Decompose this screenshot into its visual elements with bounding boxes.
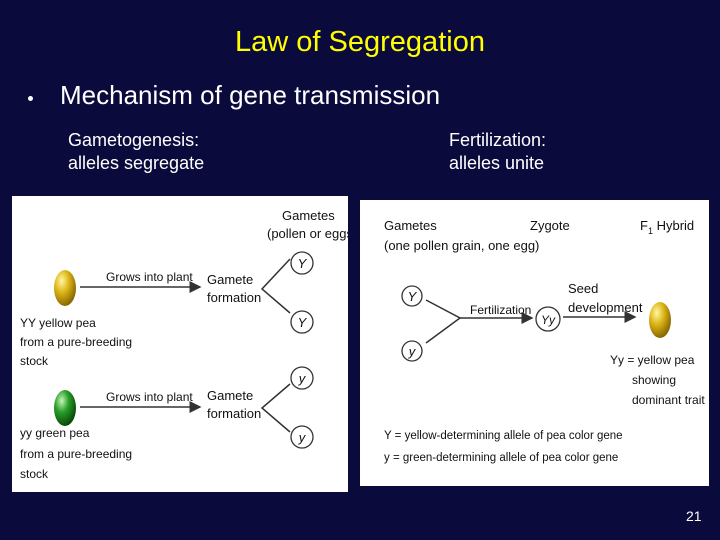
green-parent-line-1: yy green pea: [20, 426, 90, 440]
green-parent-line-2: from a pure-breeding: [20, 447, 132, 461]
gamete-Y1: Y: [298, 256, 308, 271]
bullet-marker: [28, 96, 33, 101]
right-gamete-Y: Y: [408, 289, 418, 304]
zygote-genotype: Yy: [541, 313, 556, 327]
gamete-formation-green-line-2: formation: [207, 406, 261, 421]
page-number: 21: [686, 508, 702, 524]
key-y: y = green-determining allele of pea colo…: [384, 452, 618, 464]
yellow-parent-line-1: YY yellow pea: [20, 316, 96, 330]
right-gametes-label-line-2: (one pollen grain, one egg): [384, 238, 539, 253]
hybrid-label-line-3: dominant trait: [632, 393, 705, 407]
yellow-parent-line-3: stock: [20, 354, 49, 368]
fertilization-diagram: Gametes (one pollen grain, one egg) Zygo…: [360, 200, 709, 486]
green-parent-line-3: stock: [20, 467, 49, 481]
right-heading-line-2: alleles unite: [449, 152, 546, 175]
gamete-formation-yellow-line-1: Gamete: [207, 272, 253, 287]
merge-lines: [426, 300, 460, 343]
hybrid-label-line-2: showing: [632, 373, 676, 387]
slide-title: Law of Segregation: [0, 26, 720, 59]
gametes-label-line-1: Gametes: [282, 208, 335, 223]
gametogenesis-panel: Gametes (pollen or eggs) Grows into plan…: [12, 196, 348, 492]
branch-yellow: [262, 259, 290, 313]
right-heading-line-1: Fertilization:: [449, 129, 546, 152]
bullet-text: Mechanism of gene transmission: [60, 80, 440, 111]
f1-hybrid-label: F1 Hybrid: [640, 218, 694, 236]
zygote-label: Zygote: [530, 218, 570, 233]
key-Y: Y = yellow-determining allele of pea col…: [384, 430, 623, 442]
hybrid-label-line-1: Yy = yellow pea: [610, 353, 695, 367]
gametogenesis-diagram: Gametes (pollen or eggs) Grows into plan…: [12, 196, 348, 492]
left-heading-line-2: alleles segregate: [68, 152, 204, 175]
seed-development-line-1: Seed: [568, 281, 598, 296]
green-pea: [54, 390, 76, 426]
gamete-formation-green-line-1: Gamete: [207, 388, 253, 403]
right-gametes-label-line-1: Gametes: [384, 218, 437, 233]
gamete-Y2: Y: [298, 315, 308, 330]
gametes-label-line-2: (pollen or eggs): [267, 226, 348, 241]
grows-into-plant-green: Grows into plant: [106, 390, 193, 404]
yellow-parent-line-2: from a pure-breeding: [20, 335, 132, 349]
right-column-heading: Fertilization: alleles unite: [449, 129, 546, 175]
fertilization-panel: Gametes (one pollen grain, one egg) Zygo…: [360, 200, 709, 486]
branch-green: [262, 384, 290, 432]
seed-development-line-2: development: [568, 300, 643, 315]
gamete-formation-yellow-line-2: formation: [207, 290, 261, 305]
left-heading-line-1: Gametogenesis:: [68, 129, 204, 152]
grows-into-plant-yellow: Grows into plant: [106, 270, 193, 284]
yellow-pea: [54, 270, 76, 306]
f1-yellow-pea: [649, 302, 671, 338]
fertilization-label: Fertilization: [470, 303, 531, 317]
left-column-heading: Gametogenesis: alleles segregate: [68, 129, 204, 175]
